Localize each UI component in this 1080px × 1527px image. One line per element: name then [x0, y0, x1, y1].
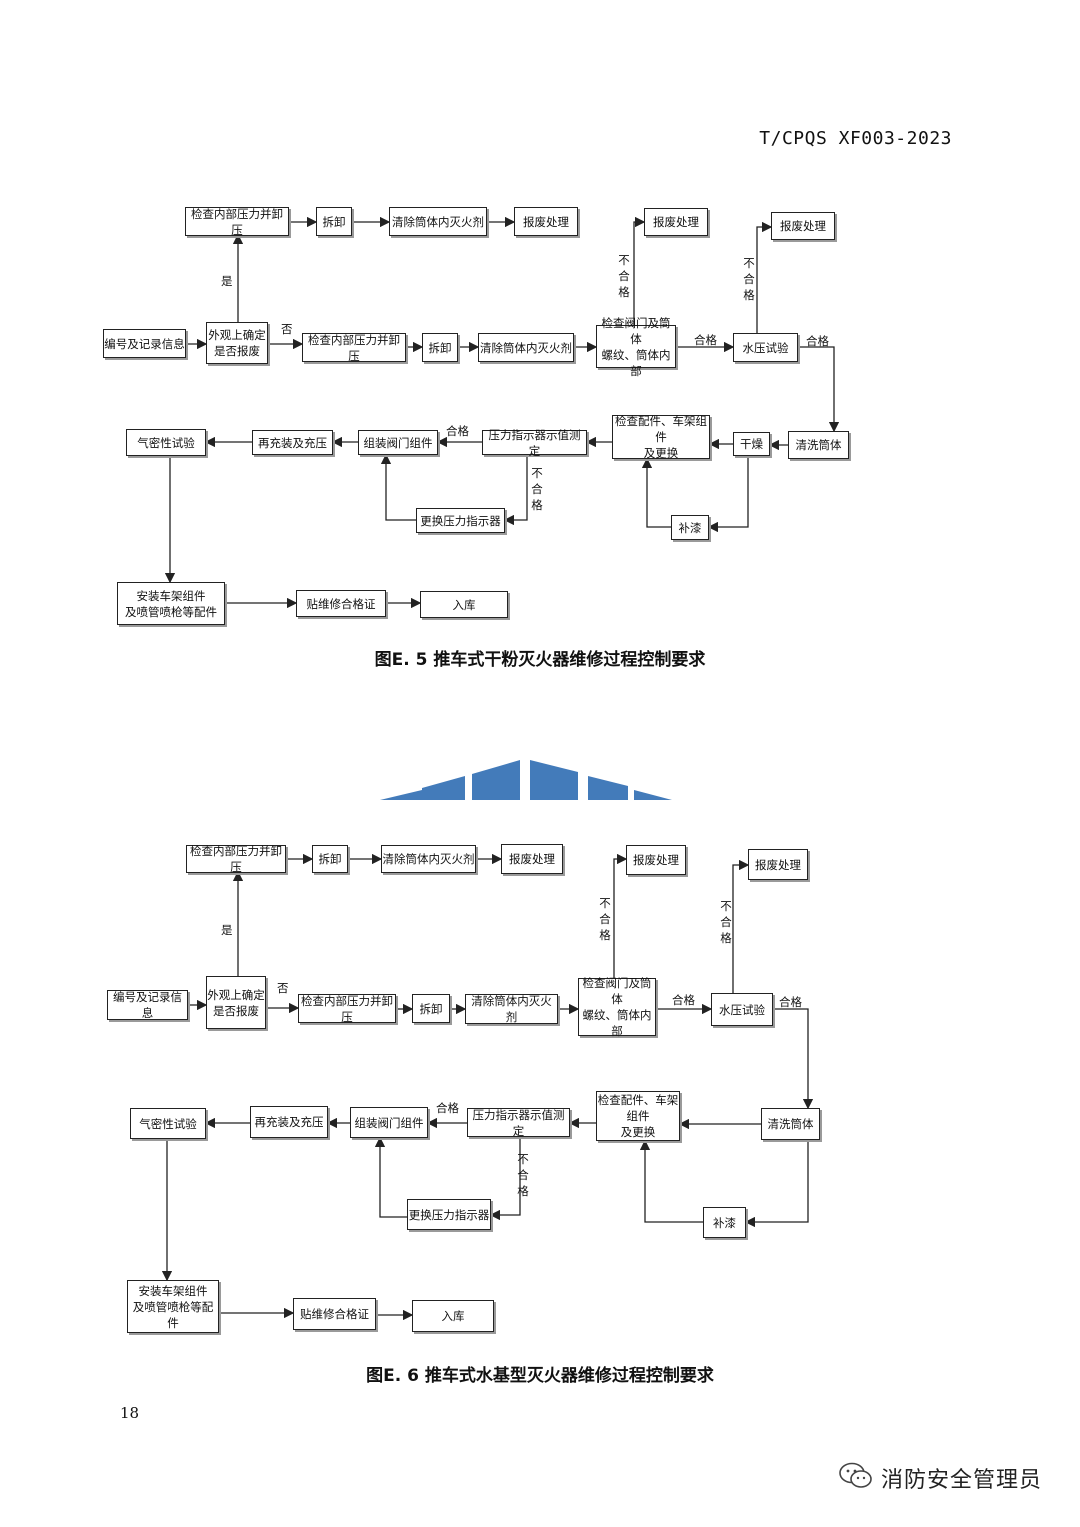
box-repaint: 补漆 — [703, 1207, 746, 1238]
box-scrap-hydro: 报废处理 — [771, 212, 835, 240]
label-yes: 是 — [221, 274, 233, 288]
box-scrap-valve: 报废处理 — [644, 208, 708, 236]
label-pass-hydro: 合格 — [779, 995, 802, 1009]
label-pass-valve: 合格 — [694, 333, 717, 347]
box-check-valve: 检查阀门及筒体 螺纹、筒体内部 — [578, 976, 656, 1038]
box-gauge-check: 压力指示器示值测定 — [467, 1108, 570, 1138]
box-attach-label: 贴维修合格证 — [296, 590, 386, 617]
box-record-info: 编号及记录信息 — [103, 329, 186, 358]
box-scrap-top: 报废处理 — [514, 207, 578, 236]
box-airtight-test: 气密性试验 — [126, 429, 206, 456]
box-clean-body: 清洗筒体 — [788, 431, 849, 459]
flowchart-figure-e6: 检查内部压力并卸压 拆卸 清除筒体内灭火剂 报废处理 编号及记录信息 外观上确定… — [107, 844, 820, 1333]
box-check-pressure-top: 检查内部压力并卸压 — [186, 844, 286, 874]
box-disassemble-mid: 拆卸 — [422, 333, 458, 362]
box-refill: 再充装及充压 — [252, 430, 333, 455]
box-assemble-valve: 组装阀门组件 — [358, 430, 438, 455]
box-clear-agent-mid: 清除筒体内灭火剂 — [478, 333, 574, 362]
standard-code: T/CPQS XF003-2023 — [759, 128, 952, 149]
box-scrap-top: 报废处理 — [501, 844, 563, 874]
box-install-frame: 安装车架组件 及喷管喷枪等配件 — [117, 582, 225, 625]
box-storage: 入库 — [420, 591, 508, 618]
label-fail-valve: 不 合 格 — [618, 253, 630, 299]
label-fail-gauge: 不 合 格 — [517, 1152, 529, 1198]
wechat-watermark: 消防安全管理员 — [839, 1462, 1042, 1494]
box-replace-gauge: 更换压力指示器 — [407, 1199, 491, 1230]
label-pass-valve: 合格 — [672, 993, 695, 1007]
watermark-text: 消防安全管理员 — [880, 1468, 1042, 1493]
flowchart-figure-e5: 检查内部压力并卸压 拆卸 清除筒体内灭火剂 报废处理 编号及记录信息 外观上确定… — [0, 0, 1080, 680]
box-refill: 再充装及充压 — [250, 1106, 328, 1138]
box-check-pressure-top: 检查内部压力并卸压 — [185, 207, 289, 237]
box-disassemble-top: 拆卸 — [316, 207, 352, 236]
label-fail-valve: 不 合 格 — [599, 896, 611, 942]
wechat-icon — [839, 1462, 873, 1494]
box-appearance-check: 外观上确定 是否报废 — [206, 322, 268, 364]
box-install-frame: 安装车架组件 及喷管喷枪等配件 — [127, 1280, 219, 1333]
label-yes: 是 — [221, 923, 233, 937]
label-pass-gauge: 合格 — [436, 1101, 459, 1115]
box-check-parts: 检查配件、车架组件 及更换 — [596, 1091, 680, 1141]
box-clear-agent-top: 清除筒体内灭火剂 — [389, 207, 487, 236]
box-dry: 干燥 — [733, 432, 770, 456]
label-fail-hydro: 不 合 格 — [720, 899, 732, 945]
box-check-pressure-mid: 检查内部压力并卸压 — [298, 994, 396, 1024]
box-appearance-check: 外观上确定 是否报废 — [206, 976, 266, 1029]
label-pass-hydro: 合格 — [806, 334, 829, 348]
box-repaint: 补漆 — [671, 515, 709, 540]
box-clean-body: 清洗筒体 — [761, 1108, 820, 1140]
box-gauge-check: 压力指示器示值测定 — [482, 428, 587, 458]
flowchart-connectors-e6 — [161, 853, 814, 1321]
label-fail-gauge: 不 合 格 — [531, 466, 543, 512]
caption-figure-e6: 图E. 6 推车式水基型灭火器维修过程控制要求 — [366, 1366, 714, 1386]
page-number: 18 — [120, 1404, 140, 1422]
label-no: 否 — [277, 981, 289, 995]
box-scrap-hydro: 报废处理 — [748, 849, 808, 880]
box-airtight-test: 气密性试验 — [130, 1108, 206, 1139]
box-check-parts: 检查配件、车架组件 及更换 — [612, 414, 710, 460]
box-disassemble-top: 拆卸 — [312, 845, 348, 873]
box-hydro-test: 水压试验 — [711, 993, 773, 1026]
box-clear-agent-top: 清除筒体内灭火剂 — [381, 845, 476, 873]
box-disassemble-mid: 拆卸 — [412, 994, 450, 1023]
label-no: 否 — [281, 322, 293, 336]
box-check-pressure-mid: 检查内部压力并卸压 — [302, 333, 406, 363]
box-clear-agent-mid: 清除筒体内灭火剂 — [465, 994, 558, 1024]
label-pass-gauge: 合格 — [446, 424, 469, 438]
box-record-info: 编号及记录信息 — [107, 990, 188, 1020]
box-scrap-valve: 报废处理 — [626, 845, 686, 875]
box-hydro-test: 水压试验 — [733, 333, 798, 362]
flowchart-connectors-e5 — [164, 216, 840, 609]
box-replace-gauge: 更换压力指示器 — [416, 508, 505, 533]
box-attach-label: 贴维修合格证 — [293, 1298, 376, 1330]
box-storage: 入库 — [412, 1300, 494, 1332]
box-assemble-valve: 组装阀门组件 — [350, 1107, 428, 1138]
label-fail-hydro: 不 合 格 — [743, 256, 755, 302]
caption-figure-e5: 图E. 5 推车式干粉灭火器维修过程控制要求 — [374, 650, 706, 670]
